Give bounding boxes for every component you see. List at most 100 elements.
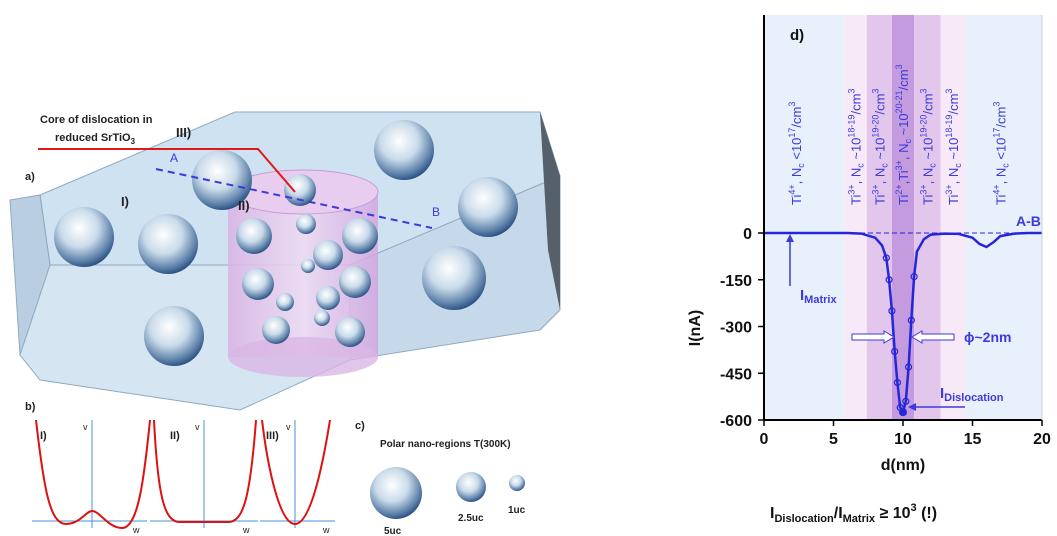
cylinder-bottom <box>228 337 378 377</box>
plot-i-label: I) <box>40 430 47 442</box>
band-label-5: Ti3+, Nc ~1018-19/cm3 <box>944 89 963 205</box>
ratio-caption: IDislocation/IMatrix ≥ 103 (!) <box>770 502 937 525</box>
band-1 <box>844 15 867 420</box>
region-ii-label: II) <box>238 198 250 213</box>
y-tick-label: -150 <box>720 273 752 290</box>
potential-plot-iii: III) v w <box>260 419 335 535</box>
sphere <box>54 207 114 267</box>
x-tick-label: 20 <box>1033 431 1051 448</box>
slab-side-face <box>540 112 560 310</box>
y-tick-label: -600 <box>720 413 752 430</box>
i-dislocation-label: IDislocation <box>940 385 1004 404</box>
band-label-6: Ti4+, Nc <1017/cm3 <box>991 102 1010 205</box>
x-axis-title: d(nm) <box>881 457 925 474</box>
sphere <box>339 266 371 298</box>
minimum-point <box>899 408 907 417</box>
plot-iii-label: III) <box>266 430 279 442</box>
band-5 <box>940 15 966 420</box>
sphere <box>276 293 294 311</box>
panel-b: b) I) v w II) v w III) v w <box>25 401 335 535</box>
panel-a-diagram: a) Core of dislocation in reduced SrTiO3… <box>9 111 561 411</box>
potential-curve-ii <box>153 419 257 523</box>
y-tick-label: -450 <box>720 366 752 383</box>
v-axis-label: v <box>286 422 291 432</box>
band-labels: Ti4+, Nc <1017/cm3 Ti3+, Nc ~1018-19/cm3 T… <box>787 64 1010 205</box>
point-b-label: B <box>432 205 440 219</box>
plot-ii-label: II) <box>170 430 180 442</box>
potential-plot-i: I) v w <box>32 419 151 535</box>
sphere-5uc-label: 5uc <box>384 526 402 536</box>
sphere <box>262 316 290 344</box>
sphere <box>335 317 365 347</box>
sphere <box>316 286 340 310</box>
sphere <box>422 246 486 310</box>
sphere <box>144 306 204 366</box>
data-point <box>893 379 902 387</box>
band-2 <box>866 15 892 420</box>
w-axis-label: w <box>132 525 140 535</box>
sphere <box>192 150 252 210</box>
v-axis-label: v <box>83 422 88 432</box>
w-axis-label: w <box>322 525 330 535</box>
x-tick-label: 15 <box>964 431 982 448</box>
data-point <box>891 347 899 356</box>
phi-right-arrow <box>911 330 955 344</box>
band-label-4: Ti3+, Nc ~1019-20/cm3 <box>918 89 937 205</box>
sphere <box>296 214 316 234</box>
data-point <box>885 276 893 284</box>
panel-d-label: d) <box>790 27 804 44</box>
panel-c: c) Polar nano-regions T(300K) 5uc 2.5uc … <box>355 420 526 536</box>
y-tick-label: -300 <box>720 320 752 337</box>
data-point <box>888 307 896 315</box>
w-axis-label: w <box>242 525 250 535</box>
x-tick-label: 10 <box>894 431 912 448</box>
panel-a-label: a) <box>25 171 35 183</box>
data-point <box>902 397 910 405</box>
series-a-b <box>764 231 1042 417</box>
sphere-1uc-label: 1uc <box>508 505 526 516</box>
band-label-2: Ti3+, Nc ~1019-20/cm3 <box>870 89 889 205</box>
sphere <box>342 218 378 254</box>
band-0 <box>764 15 845 420</box>
core-label-line1: Core of dislocation in <box>40 114 153 126</box>
phi-left-arrow <box>851 330 895 344</box>
x-tick-label: 0 <box>760 431 769 448</box>
region-i-label: I) <box>121 194 129 209</box>
band-6 <box>965 15 1042 420</box>
sphere <box>458 177 518 237</box>
sphere <box>284 174 316 206</box>
data-point <box>907 316 915 324</box>
sphere <box>301 259 315 273</box>
i-matrix-label: IMatrix <box>800 287 837 306</box>
band-label-3: Ti2+,Ti3+, Nc ~1020-21/cm3 <box>894 64 913 205</box>
sphere <box>314 310 330 326</box>
panel-d-chart: Ti4+, Nc <1017/cm3 Ti3+, Nc ~1018-19/cm3 T… <box>687 15 1051 525</box>
sphere <box>236 218 272 254</box>
sphere <box>242 268 274 300</box>
v-axis-label: v <box>195 422 200 432</box>
data-point <box>910 273 918 281</box>
sphere <box>374 120 434 180</box>
x-ticks: 0 5 10 15 20 <box>760 420 1051 448</box>
potential-curve-iii <box>261 419 331 526</box>
shaded-bands <box>764 15 1042 420</box>
phi-label: ϕ~2nm <box>964 329 1011 345</box>
band-4 <box>914 15 941 420</box>
point-a-label: A <box>170 151 178 165</box>
data-point <box>882 254 890 262</box>
panel-c-label: c) <box>355 420 365 432</box>
sphere-1uc <box>509 475 525 491</box>
panel-b-label: b) <box>25 401 36 413</box>
y-ticks: 0 -150 -300 -450 -600 <box>720 226 764 430</box>
panel-c-title: Polar nano-regions T(300K) <box>380 439 511 450</box>
sphere-2-5uc-label: 2.5uc <box>458 513 484 524</box>
y-tick-label: 0 <box>743 226 752 243</box>
data-point <box>904 363 913 371</box>
sphere-5uc <box>370 467 422 519</box>
sphere <box>138 214 198 274</box>
legend-a-b: A-B <box>1016 213 1041 229</box>
x-tick-label: 5 <box>829 431 838 448</box>
y-axis-title: I(nA) <box>687 310 704 346</box>
core-label-line2: reduced SrTiO3 <box>55 132 136 146</box>
